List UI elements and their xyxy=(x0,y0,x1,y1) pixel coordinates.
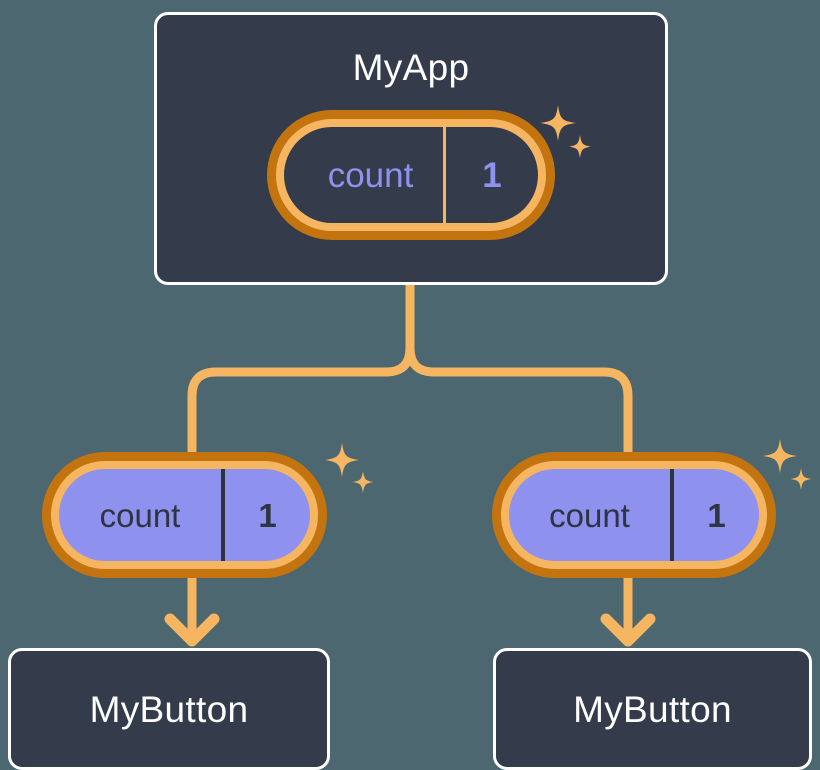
state-value: 1 xyxy=(482,155,502,195)
state-value: 1 xyxy=(258,496,277,534)
state-value: 1 xyxy=(707,496,726,534)
arrow-down-icon-right xyxy=(600,613,656,647)
sparkle-four-point-icon xyxy=(763,439,797,473)
component-title: MyButton xyxy=(573,688,732,730)
state-pill-inner: count 1 xyxy=(509,469,759,561)
state-key: count xyxy=(327,155,414,195)
component-node-mybutton-left[interactable]: MyButton xyxy=(8,648,330,770)
component-title: MyButton xyxy=(89,688,249,730)
component-node-mybutton-right[interactable]: MyButton xyxy=(493,648,812,770)
sparkle-four-point-icon xyxy=(325,443,359,477)
state-pill-child-left[interactable]: count 1 xyxy=(42,452,327,578)
state-pill-inner: count 1 xyxy=(59,469,310,561)
state-divider xyxy=(443,127,446,223)
arrow-down-icon-left xyxy=(164,613,220,647)
sparkle-four-point-small-icon xyxy=(352,471,374,493)
state-key: count xyxy=(549,496,630,534)
connector-branch-left xyxy=(187,347,415,452)
sparkle-four-point-small-icon xyxy=(790,468,812,490)
state-pill-root[interactable]: count 1 xyxy=(267,110,555,240)
state-divider xyxy=(670,469,674,561)
connector-branch-right xyxy=(405,347,633,452)
state-pill-child-right[interactable]: count 1 xyxy=(492,452,776,578)
state-key: count xyxy=(99,496,181,534)
state-divider xyxy=(221,469,225,561)
component-title: MyApp xyxy=(352,47,470,88)
sparkle-group-left xyxy=(325,443,374,493)
state-pill-inner: count 1 xyxy=(284,127,538,223)
